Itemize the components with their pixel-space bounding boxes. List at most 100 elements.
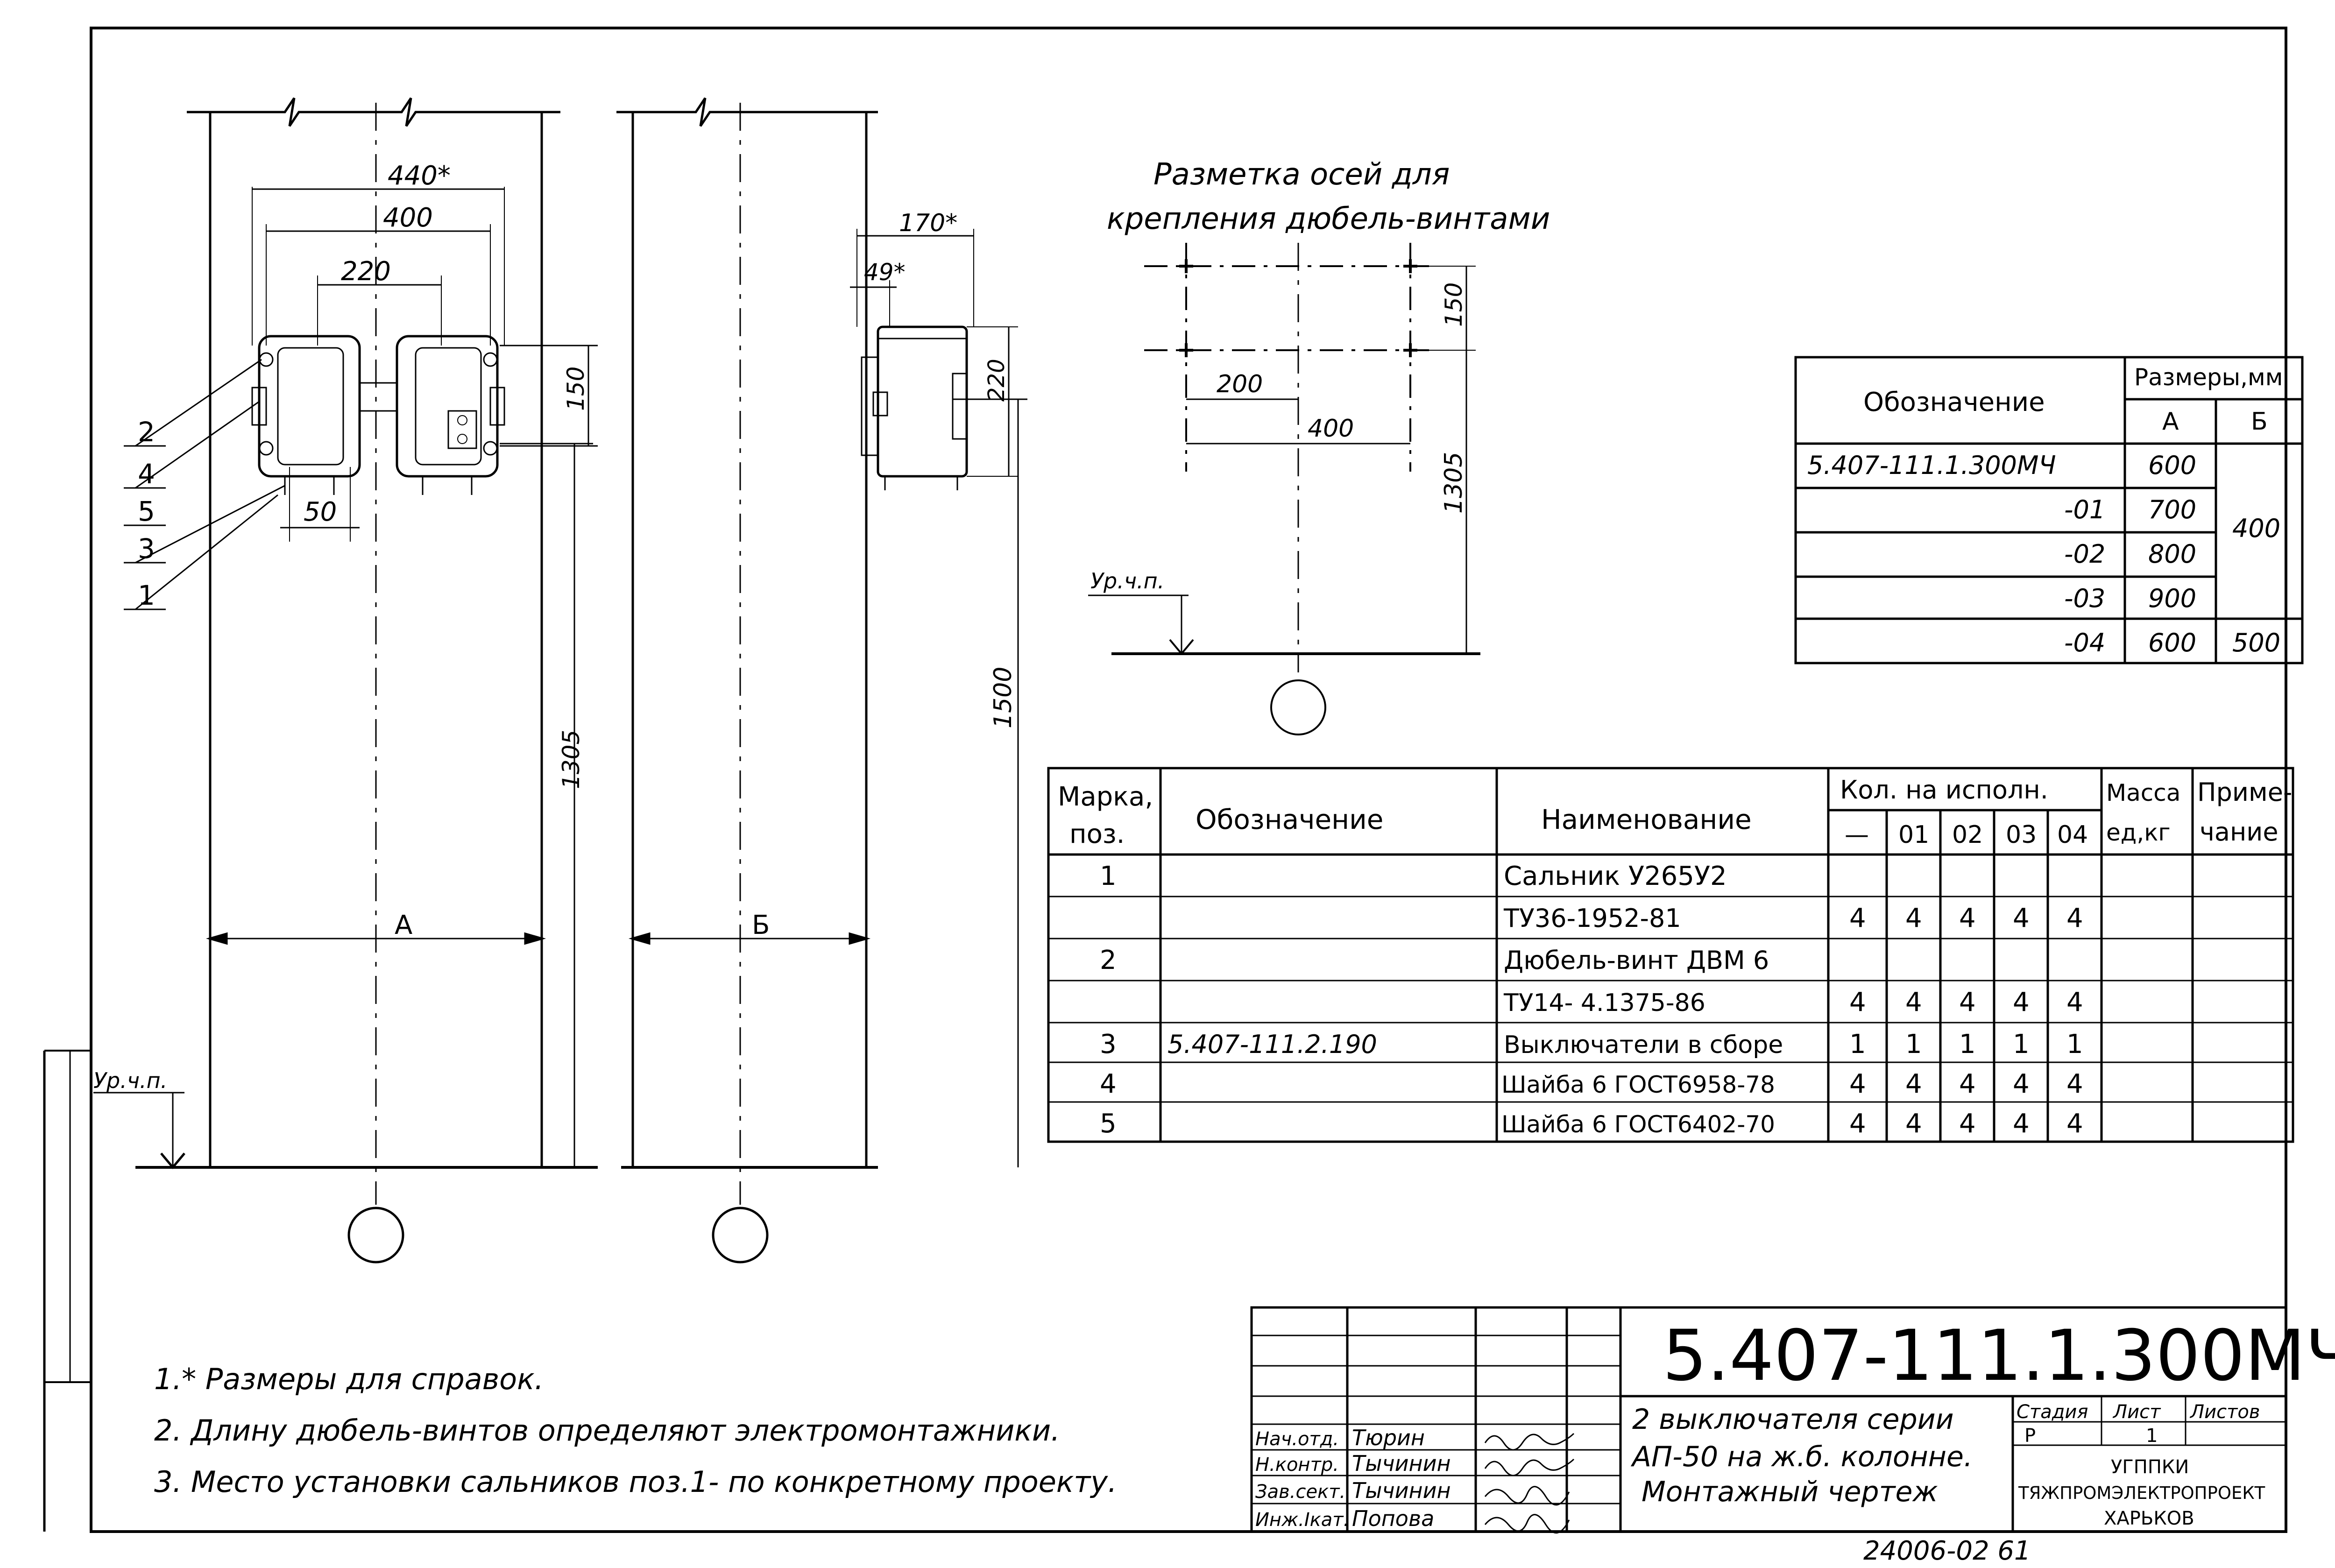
spec-row-name: Шайба 6 ГОСТ6958-78 xyxy=(1501,1071,1775,1098)
marking-labels: Разметка осей для крепления дюбель-винта… xyxy=(1090,157,1550,593)
signature-3 xyxy=(1484,1486,1570,1506)
spec-table-rows: 1 Сальник У265У2 ТУ36-1952-81 4 4 4 4 4 … xyxy=(1100,861,2083,1139)
role-name-3: Тычинин xyxy=(1352,1478,1451,1503)
spec-head-q2: 02 xyxy=(1952,821,1983,849)
spec-row-name: ТУ36-1952-81 xyxy=(1503,904,1681,933)
spec-row-qty: 4 xyxy=(2066,903,2083,933)
spec-head-note-1: Приме- xyxy=(2197,777,2292,807)
role-3: Зав.сект. xyxy=(1255,1481,1345,1503)
spec-row-qty: 1 xyxy=(2066,1029,2083,1059)
sizes-table-text: Обозначение Размеры,мм А Б 5.407-111.1.3… xyxy=(1807,364,2283,657)
spec-row-mark: 2 xyxy=(1100,945,1117,975)
callout-1: 1 xyxy=(138,579,155,611)
spec-row-qty: 4 xyxy=(2066,1069,2083,1099)
spec-row-mark: 5 xyxy=(1100,1109,1117,1139)
role-name-1: Тюрин xyxy=(1352,1425,1425,1450)
dim-1305-marking: 1305 xyxy=(1440,452,1468,514)
sheet-frame xyxy=(43,27,2287,1533)
sizes-row-a: 600 xyxy=(2148,451,2196,480)
side-view-labels: 170* 49* 220 1500 Б xyxy=(752,209,1017,940)
spec-table-header: Марка, поз. Обозначение Наименование Кол… xyxy=(1058,775,2292,849)
dim-a: A xyxy=(395,910,412,940)
sizes-row-b: 500 xyxy=(2232,628,2280,657)
sizes-row-designation: 5.407-111.1.300МЧ xyxy=(1807,451,2056,480)
role-name-2: Тычинин xyxy=(1352,1451,1451,1476)
dim-1500: 1500 xyxy=(989,667,1017,728)
signature-1 xyxy=(1484,1433,1575,1451)
spec-head-mass-2: ед,кг xyxy=(2106,819,2171,846)
note-3: 3. Место установки сальников поз.1- по к… xyxy=(154,1465,1117,1499)
spec-head-designation: Обозначение xyxy=(1196,804,1383,835)
spec-head-q3: 03 xyxy=(2006,821,2037,849)
spec-row-name: Выключатели в сборе xyxy=(1504,1031,1783,1059)
front-view-labels: 440* 400 220 150 50 1305 A Ур.ч.п. 2 4 5… xyxy=(93,161,589,1093)
spec-head-qty: Кол. на исполн. xyxy=(1840,775,2048,805)
spec-row-qty: 4 xyxy=(1849,1069,1866,1099)
stage-label: Стадия xyxy=(2017,1401,2088,1423)
spec-row-qty: 4 xyxy=(2066,987,2083,1017)
level-label: Ур.ч.п. xyxy=(93,1068,167,1093)
spec-row-qty: 4 xyxy=(1905,1109,1922,1139)
note-2: 2. Длину дюбель-винтов определяют электр… xyxy=(154,1413,1060,1448)
sizes-head-a: А xyxy=(2162,408,2179,436)
spec-row-qty: 4 xyxy=(2066,1109,2083,1139)
spec-head-q1: 01 xyxy=(1898,821,1929,849)
dim-b: Б xyxy=(752,910,770,940)
doc-code: 5.407-111.1.300МЧ xyxy=(1663,1315,2335,1397)
spec-row-name: Дюбель-винт ДВМ 6 xyxy=(1504,946,1769,975)
sizes-row-a: 600 xyxy=(2148,628,2196,657)
sizes-head-b: Б xyxy=(2251,408,2268,436)
marking-level-label: Ур.ч.п. xyxy=(1090,568,1164,593)
spec-row-designation: 5.407-111.2.190 xyxy=(1168,1030,1377,1059)
dim-150-marking: 150 xyxy=(1440,283,1467,327)
spec-row-qty: 1 xyxy=(1905,1029,1922,1059)
sheets-label: Листов xyxy=(2189,1401,2260,1423)
signatures xyxy=(1484,1433,1575,1534)
spec-head-mass-1: Масса xyxy=(2106,779,2180,806)
spec-row-qty: 4 xyxy=(1849,1109,1866,1139)
callout-5: 5 xyxy=(138,495,155,527)
desc-line-1: 2 выключателя серии xyxy=(1632,1403,1954,1436)
spec-head-q0: — xyxy=(1845,821,1869,849)
spec-row-qty: 4 xyxy=(2013,903,2030,933)
callout-4: 4 xyxy=(138,458,155,490)
spec-row-qty: 4 xyxy=(2013,987,2030,1017)
dim-440: 440* xyxy=(388,161,451,191)
role-1: Нач.отд. xyxy=(1255,1428,1339,1450)
sizes-table xyxy=(1794,356,2304,664)
sheets-value: 1 xyxy=(2146,1425,2158,1447)
sheet-label: Лист xyxy=(2112,1401,2161,1423)
spec-row-qty: 4 xyxy=(1959,903,1976,933)
dim-50: 50 xyxy=(304,497,337,527)
spec-row-mark: 1 xyxy=(1100,861,1117,891)
sizes-head-sizes: Размеры,мм xyxy=(2134,364,2283,391)
title-block xyxy=(1250,1306,2287,1533)
spec-row-qty: 1 xyxy=(2013,1029,2030,1059)
spec-row-qty: 4 xyxy=(1905,987,1922,1017)
sizes-b-merged: 400 xyxy=(2232,514,2280,543)
desc-line-3: Монтажный чертеж xyxy=(1642,1476,1938,1508)
sizes-row-designation: -04 xyxy=(2064,628,2105,657)
spec-row-name: ТУ14- 4.1375-86 xyxy=(1503,989,1705,1017)
sizes-row-designation: -01 xyxy=(2064,495,2105,524)
spec-table xyxy=(1047,767,2294,1143)
spec-row-qty: 1 xyxy=(1849,1029,1866,1059)
sizes-row-a: 700 xyxy=(2148,495,2196,524)
dim-1305: 1305 xyxy=(558,730,585,789)
title-block-text: 5.407-111.1.300МЧ 2 выключателя серии АП… xyxy=(1255,1315,2335,1531)
spec-head-mark-2: поз. xyxy=(1069,819,1125,849)
dim-400: 400 xyxy=(383,203,433,233)
spec-row-qty: 4 xyxy=(1905,903,1922,933)
spec-head-note-2: чание xyxy=(2200,817,2278,847)
sizes-row-a: 900 xyxy=(2148,584,2196,613)
marking-title-line2: крепления дюбель-винтами xyxy=(1107,202,1550,236)
stage-value: Р xyxy=(2024,1425,2036,1447)
dim-220: 220 xyxy=(341,256,391,287)
spec-row-qty: 1 xyxy=(1959,1029,1976,1059)
dim-220-side: 220 xyxy=(984,359,1010,402)
spec-row-mark: 3 xyxy=(1100,1029,1117,1059)
org-line-2: ТЯЖПРОМЭЛЕКТРОПРОЕКТ xyxy=(2018,1483,2265,1503)
footer-code: 24006-02 61 xyxy=(1863,1536,2031,1566)
spec-head-q4: 04 xyxy=(2057,821,2088,849)
